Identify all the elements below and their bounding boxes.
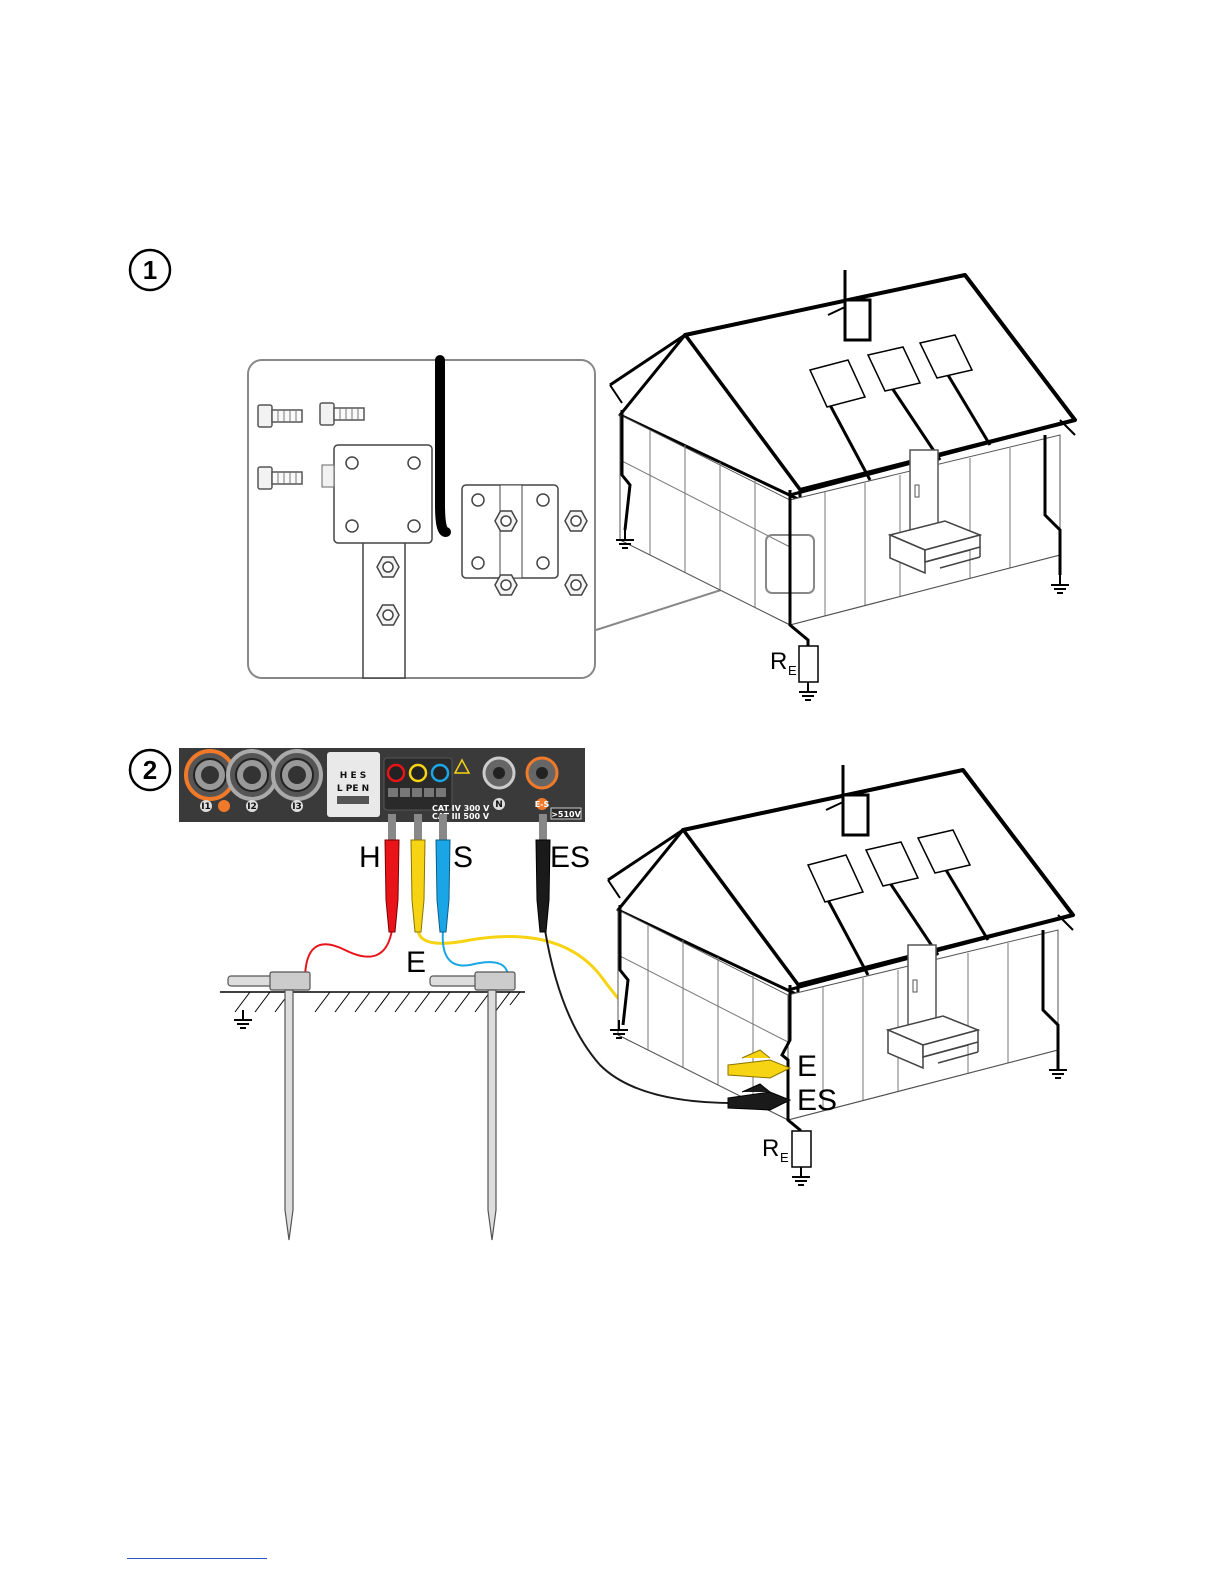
clamp-es-label: ES (797, 1084, 837, 1117)
ground-icon (799, 682, 817, 700)
step-2: 2 I1 I2 (130, 748, 1073, 1240)
lead-e-label: E (406, 946, 426, 979)
svg-text:I1: I1 (201, 802, 211, 812)
house-1 (610, 270, 1075, 625)
ground-icon (1051, 575, 1069, 593)
nut-icon (495, 511, 517, 531)
clamp-e-label: E (797, 1050, 817, 1083)
step-2-number: 2 (143, 755, 157, 785)
lead-h-probe (385, 814, 399, 932)
soil-surface (220, 992, 525, 1012)
re-label-2: R (762, 1135, 779, 1162)
nut-icon (377, 557, 399, 577)
nut-icon (565, 575, 587, 595)
svg-text:E-S: E-S (535, 800, 550, 809)
lead-es-label: ES (550, 841, 590, 874)
svg-text:L PE N: L PE N (337, 784, 369, 794)
ground-icon (1049, 1060, 1067, 1078)
terminal-h (388, 765, 404, 781)
lead-h-label: H (359, 841, 381, 874)
lead-h-wire (305, 930, 392, 980)
re-label-2-sub: E (780, 1150, 789, 1165)
nut-icon (377, 605, 399, 625)
house-2 (608, 765, 1073, 1120)
voltage-electrode-s (430, 972, 515, 1240)
terminal-s (432, 765, 448, 781)
re-label: R (770, 648, 787, 675)
terminal-e (410, 765, 426, 781)
nut-icon (495, 575, 517, 595)
svg-text:H E S: H E S (340, 771, 366, 781)
earth-resistance-symbol-2 (792, 1131, 811, 1167)
ground-icon (234, 1010, 252, 1028)
svg-text:I3: I3 (292, 802, 302, 812)
connection-detail-inset (248, 360, 595, 678)
svg-text:I2: I2 (247, 802, 257, 812)
lead-s-probe (436, 814, 450, 932)
svg-text:N: N (495, 800, 503, 810)
step-1-number: 1 (143, 255, 157, 285)
nut-icon (565, 511, 587, 531)
svg-text:>510V: >510V (551, 810, 581, 819)
re-label-sub: E (788, 663, 797, 678)
step-1: 1 (130, 250, 1075, 700)
lead-e-probe (411, 814, 425, 932)
ground-icon (792, 1167, 810, 1185)
lead-s-label: S (453, 841, 473, 874)
lead-es-probe (536, 814, 550, 932)
footer-link-underline (127, 1558, 267, 1559)
current-electrode-h (228, 972, 310, 1240)
earth-resistance-symbol (799, 646, 818, 682)
meter-panel: I1 I2 I3 H E S L PE N (179, 748, 585, 822)
